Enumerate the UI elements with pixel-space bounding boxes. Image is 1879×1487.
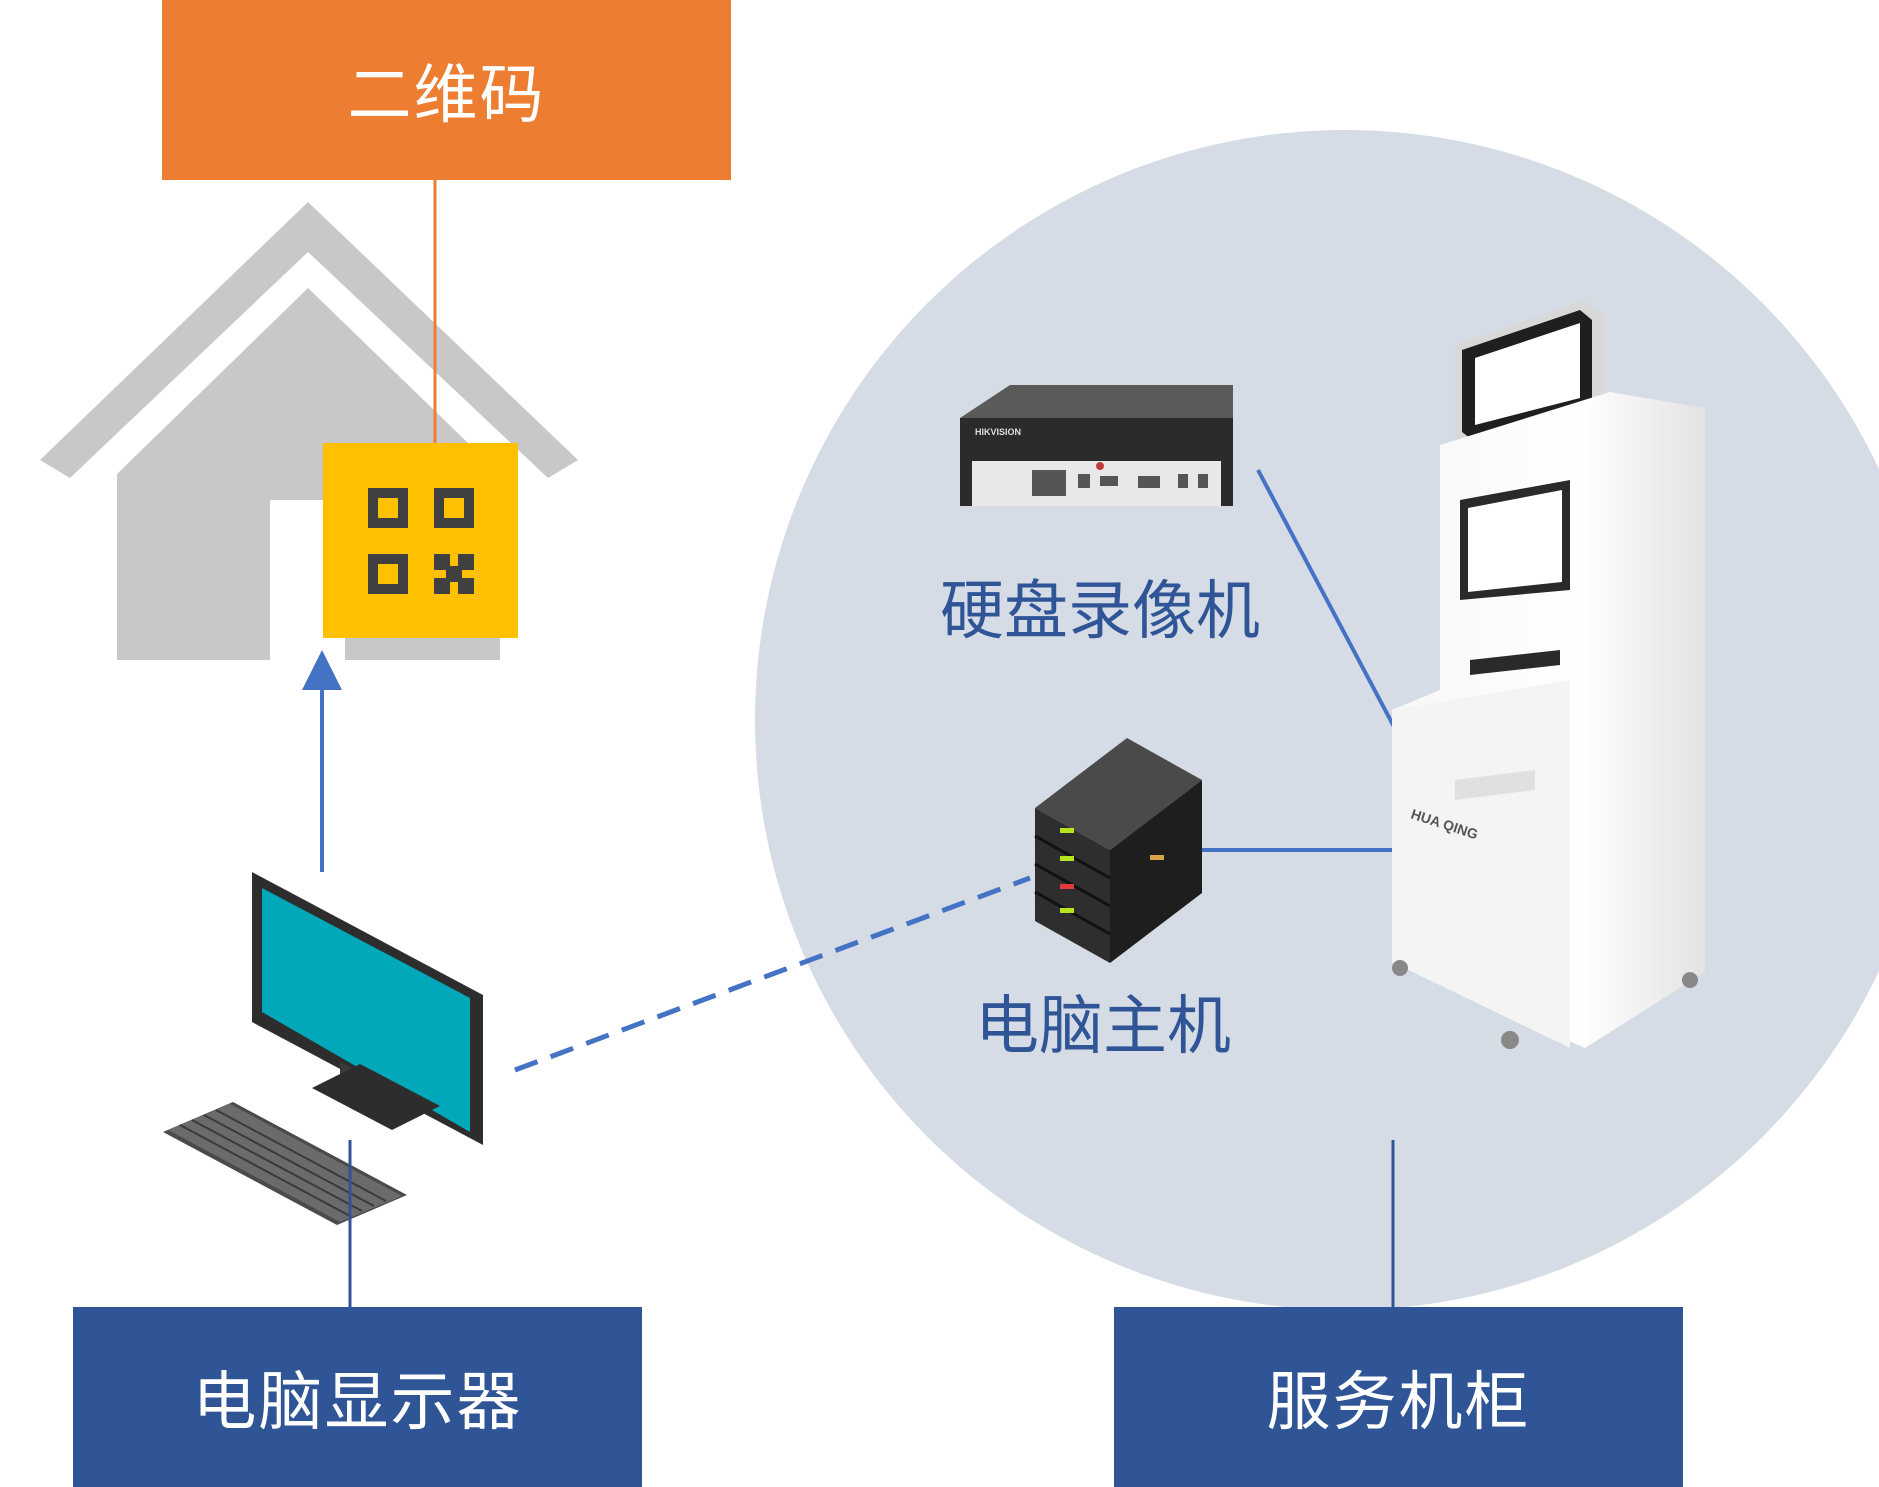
- server-icon: [1034, 738, 1202, 963]
- dvr-brand-logo: HIKVISION: [975, 427, 1021, 437]
- pc-monitor-title: 电脑显示器: [192, 1366, 523, 1440]
- dvr-icon: [960, 385, 1233, 506]
- qr-code-title: 二维码: [347, 59, 546, 133]
- monitor-to-server-dashed: [514, 875, 1031, 1073]
- dvr-caption: 硬盘录像机: [940, 575, 1260, 649]
- pc-monitor-title-box: 电脑显示器: [73, 1307, 642, 1487]
- monitor-icon: [252, 872, 483, 1145]
- qr-code-icon: [323, 443, 518, 638]
- pc-host-caption: 电脑主机: [975, 990, 1231, 1064]
- kiosk-icon: [1392, 300, 1705, 1049]
- service-cabinet-title: 服务机柜: [1266, 1366, 1531, 1440]
- service-cabinet-title-box: 服务机柜: [1114, 1307, 1683, 1487]
- keyboard-icon: [163, 1102, 407, 1225]
- kiosk-brand-logo: HUA QING: [1409, 806, 1480, 843]
- qr-code-title-box: 二维码: [162, 0, 731, 180]
